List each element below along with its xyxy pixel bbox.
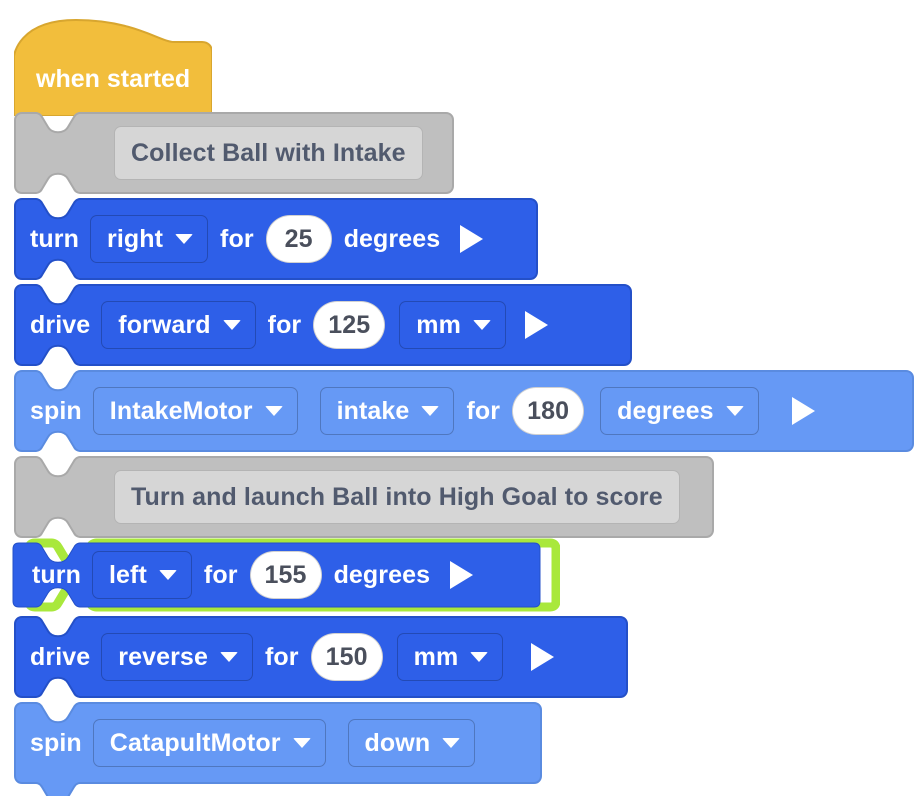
spin-unit-value: degrees bbox=[617, 396, 714, 425]
turn-right-content: turn right for 25 degrees bbox=[30, 215, 488, 263]
play-icon[interactable] bbox=[454, 219, 488, 259]
spin-catapultmotor-content: spin CatapultMotor down bbox=[30, 719, 476, 767]
play-icon[interactable] bbox=[787, 391, 821, 431]
spin-unit-dropdown[interactable]: degrees bbox=[600, 387, 759, 435]
block-comment-turn-launch[interactable]: Turn and launch Ball into High Goal to s… bbox=[14, 456, 714, 538]
drive-keyword-label: drive bbox=[30, 642, 91, 671]
chevron-down-icon bbox=[264, 406, 283, 416]
spin-intakemotor-content: spin IntakeMotor intake for 180 degrees bbox=[30, 387, 821, 435]
turn-for-label: for bbox=[220, 224, 254, 253]
block-drive-forward[interactable]: drive forward for 125 mm bbox=[14, 284, 632, 366]
turn-degrees-input[interactable]: 155 bbox=[249, 551, 322, 599]
spin-keyword-label: spin bbox=[30, 728, 82, 757]
chevron-down-icon bbox=[158, 570, 177, 580]
turn-keyword-label: turn bbox=[30, 224, 79, 253]
spin-direction-dropdown[interactable]: intake bbox=[319, 387, 455, 435]
spin-motor-value: CatapultMotor bbox=[109, 728, 281, 757]
drive-direction-dropdown[interactable]: reverse bbox=[101, 633, 253, 681]
turn-direction-dropdown[interactable]: right bbox=[90, 215, 209, 263]
drive-reverse-content: drive reverse for 150 mm bbox=[30, 633, 559, 681]
play-icon[interactable] bbox=[444, 555, 478, 595]
chevron-down-icon bbox=[725, 406, 744, 416]
drive-keyword-label: drive bbox=[30, 310, 91, 339]
play-icon[interactable] bbox=[525, 637, 559, 677]
block-spin-catapultmotor[interactable]: spin CatapultMotor down bbox=[14, 702, 542, 796]
drive-direction-value: reverse bbox=[118, 642, 208, 671]
comment-text-field[interactable]: Collect Ball with Intake bbox=[114, 126, 423, 180]
turn-unit-label: degrees bbox=[343, 224, 441, 253]
comment-content: Turn and launch Ball into High Goal to s… bbox=[30, 470, 680, 524]
chevron-down-icon bbox=[292, 738, 311, 748]
turn-direction-value: right bbox=[107, 224, 164, 253]
when-started-label: when started bbox=[36, 65, 191, 93]
turn-unit-label: degrees bbox=[333, 560, 431, 589]
block-when-started[interactable]: when started bbox=[14, 14, 212, 116]
block-drive-reverse[interactable]: drive reverse for 150 mm bbox=[14, 616, 628, 698]
spin-motor-dropdown[interactable]: CatapultMotor bbox=[92, 719, 326, 767]
drive-unit-dropdown[interactable]: mm bbox=[399, 301, 506, 349]
spin-direction-value: down bbox=[364, 728, 431, 757]
play-icon[interactable] bbox=[520, 305, 554, 345]
chevron-down-icon bbox=[222, 320, 241, 330]
chevron-down-icon bbox=[442, 738, 461, 748]
drive-for-label: for bbox=[267, 310, 302, 339]
drive-distance-input[interactable]: 125 bbox=[313, 301, 386, 349]
drive-forward-content: drive forward for 125 mm bbox=[30, 301, 554, 349]
drive-unit-value: mm bbox=[416, 310, 461, 339]
chevron-down-icon bbox=[470, 652, 489, 662]
comment-text-field[interactable]: Turn and launch Ball into High Goal to s… bbox=[114, 470, 680, 524]
drive-distance-input[interactable]: 150 bbox=[310, 633, 383, 681]
comment-content: Collect Ball with Intake bbox=[30, 126, 423, 180]
spin-motor-value: IntakeMotor bbox=[109, 396, 253, 425]
turn-keyword-label: turn bbox=[32, 560, 81, 589]
block-comment-collect-ball[interactable]: Collect Ball with Intake bbox=[14, 112, 454, 194]
drive-direction-value: forward bbox=[118, 310, 211, 339]
drive-unit-dropdown[interactable]: mm bbox=[396, 633, 504, 681]
when-started-shape bbox=[14, 19, 212, 116]
turn-for-label: for bbox=[203, 560, 238, 589]
turn-left-content: turn left for 155 degrees bbox=[32, 551, 478, 599]
chevron-down-icon bbox=[175, 234, 194, 244]
spin-keyword-label: spin bbox=[30, 396, 82, 425]
block-spin-intakemotor[interactable]: spin IntakeMotor intake for 180 degrees bbox=[14, 370, 914, 452]
drive-for-label: for bbox=[264, 642, 299, 671]
spin-motor-dropdown[interactable]: IntakeMotor bbox=[92, 387, 298, 435]
spin-for-label: for bbox=[466, 396, 501, 425]
block-turn-right[interactable]: turn right for 25 degrees bbox=[14, 198, 538, 280]
turn-degrees-input[interactable]: 25 bbox=[265, 215, 332, 263]
turn-direction-dropdown[interactable]: left bbox=[92, 551, 192, 599]
chevron-down-icon bbox=[472, 320, 491, 330]
chevron-down-icon bbox=[421, 406, 440, 416]
block-turn-left[interactable]: turn left for 155 degrees bbox=[10, 538, 560, 612]
drive-unit-value: mm bbox=[413, 642, 459, 671]
turn-direction-value: left bbox=[109, 560, 147, 589]
spin-direction-dropdown[interactable]: down bbox=[347, 719, 476, 767]
spin-amount-input[interactable]: 180 bbox=[512, 387, 585, 435]
spin-direction-value: intake bbox=[336, 396, 410, 425]
drive-direction-dropdown[interactable]: forward bbox=[101, 301, 256, 349]
chevron-down-icon bbox=[219, 652, 238, 662]
